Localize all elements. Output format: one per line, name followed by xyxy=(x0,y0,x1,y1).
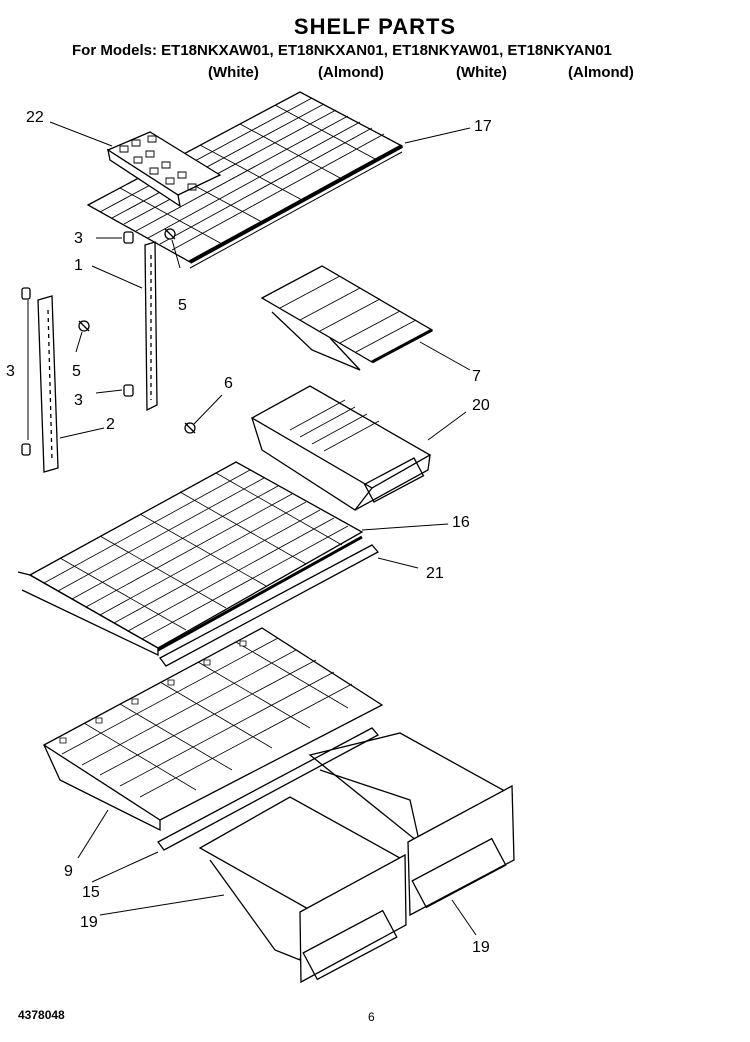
variant-almond-1: (Almond) xyxy=(318,64,384,81)
variant-almond-2: (Almond) xyxy=(568,64,634,81)
callout-7: 7 xyxy=(472,368,481,385)
freezer-wire-shelf xyxy=(88,92,402,268)
callout-19-left: 19 xyxy=(80,914,98,931)
shelf-support-center xyxy=(145,242,157,410)
callout-3-lower: 3 xyxy=(74,392,83,409)
callout-16: 16 xyxy=(452,514,470,531)
crisper-front-trim xyxy=(158,728,378,850)
callout-22: 22 xyxy=(26,109,44,126)
crisper-drawer-right xyxy=(310,733,514,915)
callout-3-upper: 3 xyxy=(74,230,83,247)
callout-19-right: 19 xyxy=(472,939,490,956)
callout-3-left: 3 xyxy=(6,363,15,380)
crisper-cover-frame xyxy=(44,628,382,830)
shelf-front-trim xyxy=(160,545,378,666)
crisper-drawer-left xyxy=(200,797,406,982)
freezer-basket xyxy=(252,386,430,510)
callout-9: 9 xyxy=(64,863,73,880)
callout-5-right: 5 xyxy=(178,297,187,314)
callout-2: 2 xyxy=(106,416,115,433)
callout-21: 21 xyxy=(426,565,444,582)
callout-5-left: 5 xyxy=(72,363,81,380)
shelf-clips xyxy=(22,232,133,455)
page-title: SHELF PARTS xyxy=(293,14,457,39)
small-wire-shelf xyxy=(262,266,432,370)
callout-1: 1 xyxy=(74,257,83,274)
ice-cube-tray xyxy=(108,132,220,206)
variant-white-2: (White) xyxy=(456,64,507,81)
page-number: 6 xyxy=(368,1010,375,1024)
leader-lines xyxy=(28,122,476,935)
callout-6: 6 xyxy=(224,375,233,392)
screws xyxy=(79,229,195,433)
variant-white-1: (White) xyxy=(208,64,259,81)
document-number: 4378048 xyxy=(18,1008,65,1022)
model-list: For Models: ET18NKXAW01, ET18NKXAN01, ET… xyxy=(72,42,612,59)
callout-15: 15 xyxy=(82,884,100,901)
fresh-food-shelf xyxy=(18,462,362,655)
callout-20: 20 xyxy=(472,397,490,414)
shelf-support-left xyxy=(38,296,58,472)
callout-17: 17 xyxy=(474,118,492,135)
